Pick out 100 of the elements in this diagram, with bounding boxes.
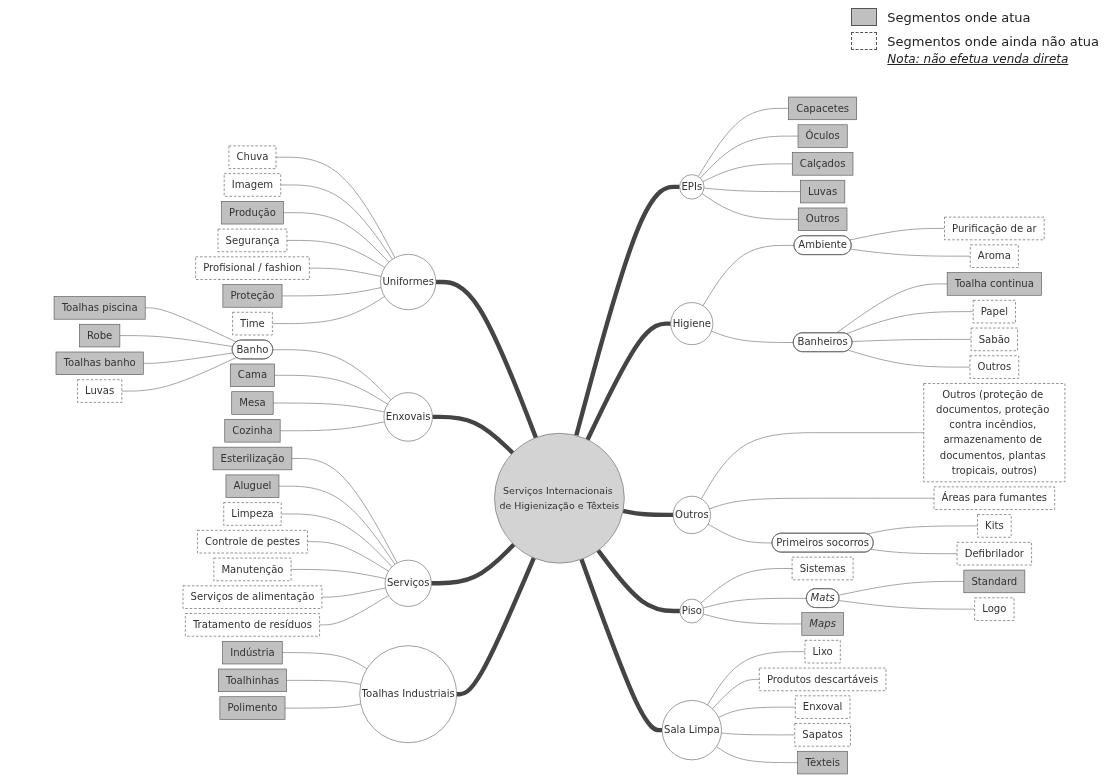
- node-box: Calçados: [791, 152, 854, 176]
- node-box: Purificação de ar: [944, 216, 1045, 241]
- connector: [308, 267, 382, 277]
- node-box: Produtos descartáveis: [759, 667, 887, 692]
- node-box: Profisional / fashion: [195, 256, 310, 280]
- connector: [703, 613, 803, 625]
- node-box: Indústria: [222, 640, 283, 665]
- node-box: Chuva: [228, 145, 277, 169]
- node-box: Esterilização: [212, 446, 293, 471]
- connector: [697, 108, 789, 177]
- node-box: Papel: [972, 300, 1016, 324]
- connector: [274, 374, 388, 405]
- connector: [870, 549, 958, 555]
- legend-text: Segmentos onde ainda não atua: [887, 33, 1099, 49]
- connector: [702, 245, 795, 307]
- connector: [119, 335, 234, 348]
- connector: [703, 187, 801, 192]
- connector: [718, 706, 796, 718]
- connector: [121, 357, 237, 392]
- node-circle: Piso: [679, 598, 705, 624]
- node-box: Aroma: [969, 244, 1019, 268]
- connector: [272, 402, 385, 413]
- node-circle: Higiene: [670, 302, 714, 346]
- node-box: Enxoval: [795, 695, 851, 719]
- connector: [272, 296, 386, 324]
- connector: [709, 497, 935, 510]
- connector: [849, 228, 945, 241]
- node-box: Defibrilador: [956, 542, 1032, 566]
- node-box: Outros: [797, 207, 848, 231]
- node-box: Serviços de alimentação: [182, 585, 323, 609]
- node-circle: Outros: [672, 495, 711, 534]
- connector: [307, 541, 389, 572]
- connector: [585, 321, 671, 441]
- node-circle: Sala Limpa: [661, 700, 722, 761]
- connector: [700, 432, 925, 500]
- node-box: Toalhas piscina: [53, 296, 146, 320]
- connector: [275, 156, 396, 259]
- connector: [702, 163, 793, 182]
- connector: [279, 421, 385, 432]
- node-box: Toalhinhas: [218, 668, 287, 693]
- connector: [144, 307, 237, 343]
- connector: [286, 680, 362, 685]
- node-box: Toalhas banho: [55, 351, 144, 375]
- connector: [700, 568, 793, 604]
- node-box: Controle de pestes: [197, 530, 308, 554]
- connector: [846, 311, 974, 335]
- connector: [281, 287, 382, 297]
- node-box: Robe: [79, 323, 121, 348]
- connector: [716, 746, 798, 763]
- connector: [283, 212, 390, 263]
- node-box: Outros (proteção de documentos, proteção contra incêndios, armazenamento de documentos, plantas tropicais, outros): [923, 383, 1066, 483]
- node-box: Luvas: [800, 179, 846, 204]
- node-box: Imagem: [223, 173, 282, 197]
- connector: [142, 352, 234, 364]
- connector: [703, 597, 808, 609]
- node-box: Sistemas: [791, 556, 854, 581]
- node-box: Cama: [229, 363, 275, 387]
- node-box: Proteção: [222, 284, 283, 308]
- connector: [866, 525, 978, 535]
- connector: [321, 587, 386, 598]
- connector: [290, 569, 386, 579]
- node-box: Óculos: [797, 124, 848, 148]
- connector: [431, 542, 516, 586]
- connector: [622, 508, 674, 518]
- node-box: Toalha continua: [946, 272, 1042, 296]
- node-box: Luvas: [77, 379, 123, 403]
- connector: [278, 485, 396, 565]
- connector: [596, 549, 680, 614]
- connector: [435, 279, 538, 439]
- node-box: Sapatos: [794, 723, 851, 747]
- node-box: Aluguel: [225, 474, 280, 498]
- note: Nota: não efetua venda direta: [887, 52, 1070, 66]
- connector: [838, 581, 965, 596]
- connector: [721, 732, 796, 736]
- node-box: Time: [232, 311, 273, 336]
- node-circle: EPIs: [679, 174, 705, 200]
- connector: [456, 557, 536, 697]
- node-box: Tratamento de resíduos: [185, 613, 320, 637]
- node-box: Standard: [963, 569, 1026, 594]
- node-box: Segurança: [217, 228, 288, 253]
- node-box: Têxteis: [797, 750, 848, 775]
- node-circle: Serviços Internacionais de Higienização e Têxteis: [494, 432, 625, 564]
- connector: [847, 349, 971, 368]
- node-circle: Serviços: [384, 559, 432, 607]
- node-box: Maps: [801, 612, 844, 636]
- node-box: Produção: [221, 201, 284, 225]
- node-box: Áreas para fumantes: [933, 486, 1055, 510]
- node-box: Polimento: [219, 696, 286, 720]
- node-box: Mesa: [231, 391, 274, 415]
- node-box: Logo: [974, 597, 1015, 621]
- node-box: Sabão: [970, 327, 1018, 352]
- connector: [574, 184, 680, 437]
- connector: [284, 703, 362, 709]
- connector: [851, 339, 972, 342]
- legend-text: Segmentos onde atua: [887, 9, 1031, 25]
- connector: [712, 679, 760, 710]
- connector: [280, 513, 393, 568]
- node-box: Outros: [969, 355, 1020, 379]
- node-box: Lixo: [804, 640, 841, 664]
- node-circle: Toalhas Industriais: [359, 645, 457, 744]
